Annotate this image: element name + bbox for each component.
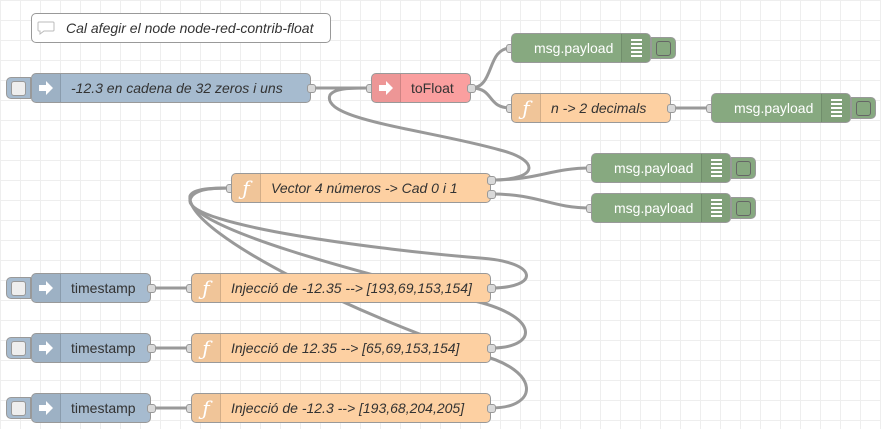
- function-node-inj2[interactable]: ƒ Injecció de 12.35 --> [65,69,153,154]: [191, 333, 491, 363]
- tofloat-node[interactable]: toFloat: [371, 73, 471, 103]
- node-label: Injecció de -12.35 --> [193,69,153,154]: [231, 280, 472, 296]
- inject-button[interactable]: [6, 277, 31, 299]
- output-port[interactable]: [147, 344, 156, 353]
- list-icon: [701, 154, 730, 182]
- node-label: timestamp: [71, 340, 136, 356]
- node-label: n -> 2 decimals: [551, 100, 647, 116]
- function-node-inj1[interactable]: ƒ Injecció de -12.35 --> [193,69,153,154…: [191, 273, 491, 303]
- output-port[interactable]: [487, 190, 496, 199]
- node-label: msg.payload: [614, 200, 694, 216]
- wire-tofloat-to-decimals: [470, 86, 512, 110]
- node-label: msg.payload: [734, 100, 814, 116]
- output-port[interactable]: [487, 404, 496, 413]
- arrow-right-icon: [32, 274, 61, 302]
- node-label: Injecció de 12.35 --> [65,69,153,154]: [231, 340, 460, 356]
- timestamp-node-3[interactable]: timestamp: [31, 393, 151, 423]
- node-label: timestamp: [71, 400, 136, 416]
- arrow-right-icon: [32, 394, 61, 422]
- output-port[interactable]: [487, 344, 496, 353]
- wire-vector-to-debug3: [490, 166, 592, 182]
- inject-button[interactable]: [6, 77, 31, 99]
- node-label: toFloat: [411, 80, 454, 96]
- function-icon: ƒ: [512, 94, 541, 122]
- output-port[interactable]: [667, 104, 676, 113]
- inject-button[interactable]: [6, 397, 31, 419]
- function-node-decimals[interactable]: ƒ n -> 2 decimals: [511, 93, 671, 123]
- output-port[interactable]: [487, 176, 496, 185]
- list-icon: [621, 34, 650, 62]
- function-icon: ƒ: [192, 394, 221, 422]
- arrow-right-icon: [372, 74, 401, 102]
- list-icon: [701, 194, 730, 222]
- function-icon: ƒ: [192, 334, 221, 362]
- node-label: Vector 4 números -> Cad 0 i 1: [271, 180, 458, 196]
- comment-node[interactable]: Cal afegir el node node-red-contrib-floa…: [31, 13, 331, 43]
- debug-toggle-button[interactable]: [731, 157, 756, 179]
- debug-node-2[interactable]: msg.payload: [711, 93, 851, 123]
- function-node-inj3[interactable]: ƒ Injecció de -12.3 --> [193,68,204,205]: [191, 393, 491, 423]
- function-icon: ƒ: [232, 174, 261, 202]
- function-node-vector[interactable]: ƒ Vector 4 números -> Cad 0 i 1: [231, 173, 491, 203]
- comment-text: Cal afegir el node node-red-contrib-floa…: [66, 20, 314, 36]
- function-icon: ƒ: [192, 274, 221, 302]
- debug-node-4[interactable]: msg.payload: [591, 193, 731, 223]
- debug-toggle-button[interactable]: [731, 197, 756, 219]
- timestamp-node-1[interactable]: timestamp: [31, 273, 151, 303]
- list-icon: [821, 94, 850, 122]
- node-label: Injecció de -12.3 --> [193,68,204,205]: [231, 400, 465, 416]
- output-port[interactable]: [307, 84, 316, 93]
- output-port[interactable]: [147, 284, 156, 293]
- wire-vector-to-debug4: [490, 192, 592, 210]
- wire-inj2-to-vector: [188, 186, 527, 350]
- node-label: msg.payload: [614, 160, 694, 176]
- debug-node-3[interactable]: msg.payload: [591, 153, 731, 183]
- debug-toggle-button[interactable]: [851, 97, 876, 119]
- inject-node-main[interactable]: -12.3 en cadena de 32 zeros i uns: [31, 73, 311, 103]
- comment-icon: [32, 14, 60, 42]
- arrow-right-icon: [32, 334, 61, 362]
- debug-toggle-button[interactable]: [651, 37, 676, 59]
- wire-tofloat-to-debug1: [470, 46, 512, 90]
- node-label: -12.3 en cadena de 32 zeros i uns: [71, 80, 283, 96]
- output-port[interactable]: [147, 404, 156, 413]
- node-label: msg.payload: [534, 40, 614, 56]
- output-port[interactable]: [467, 84, 476, 93]
- inject-button[interactable]: [6, 337, 31, 359]
- output-port[interactable]: [487, 284, 496, 293]
- node-label: timestamp: [71, 280, 136, 296]
- timestamp-node-2[interactable]: timestamp: [31, 333, 151, 363]
- arrow-right-icon: [32, 74, 61, 102]
- debug-node-1[interactable]: msg.payload: [511, 33, 651, 63]
